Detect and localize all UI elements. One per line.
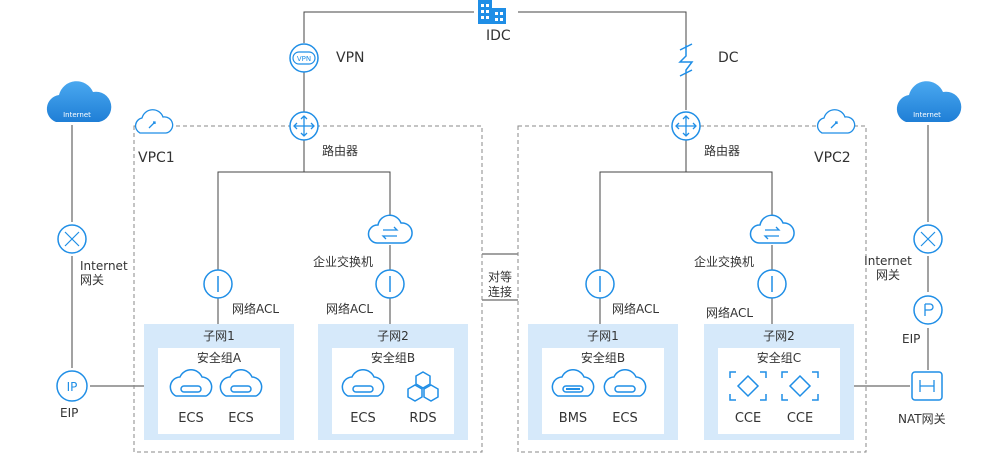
ecs-icon[interactable] [341,369,385,397]
network-acl-icon[interactable] [375,269,405,299]
vpc1-subnet1: 子网1 安全组A [144,324,294,440]
enterprise-switch-label: 企业交换机 [694,255,755,269]
network-acl-icon[interactable] [757,269,787,299]
network-acl-label: 网络ACL [326,302,374,316]
internet-cloud-label: Internet [63,111,91,119]
enterprise-switch-icon[interactable] [749,214,795,244]
internet-gateway-icon[interactable] [913,224,943,254]
bms-icon[interactable] [551,369,595,397]
security-group-b-title: 安全组B [581,350,625,365]
vpc1-subnet2: 子网2 安全组B [318,324,468,440]
resource-label: RDS [409,411,436,426]
vpc-peering-label: 对等 连接 [487,270,512,299]
cce-icon[interactable] [781,371,819,401]
security-group-b-title: 安全组B [371,350,415,365]
resource-label: BMS [559,411,587,426]
network-acl-label: 网络ACL [706,306,754,320]
router-label: 路由器 [704,144,741,158]
vpn-label: VPN [336,50,365,66]
vpc2-subnet2: 子网2 安全组C [704,324,854,440]
nat-gateway-label: NAT网关 [898,412,946,426]
internet-cloud-icon[interactable]: Internet [46,81,112,122]
subnet2-title: 子网2 [763,329,795,343]
eip-label: EIP [60,406,79,420]
vpn-icon[interactable]: VPN [289,43,319,73]
vpc-cloud-icon [134,109,174,134]
internet-gateway-icon[interactable] [57,224,87,254]
resource-label: CCE [735,411,761,426]
network-acl-icon[interactable] [203,269,233,299]
security-group-c-title: 安全组C [757,350,801,365]
idc-label: IDC [486,28,511,44]
security-group-a-title: 安全组A [197,350,242,365]
subnet1-title: 子网1 [587,329,619,343]
enterprise-switch-label: 企业交换机 [313,255,374,269]
vpc1-boundary [133,125,483,453]
internet-gateway-label: Internet 网关 [80,259,128,287]
network-acl-label: 网络ACL [232,302,280,316]
vpc-cloud-icon [816,109,856,134]
nat-gateway-icon[interactable] [911,371,943,401]
vpc2-boundary [517,125,867,453]
connection-lines [71,11,929,387]
router-label: 路由器 [322,144,359,158]
direct-connect-icon[interactable] [678,43,694,77]
subnet2-title: 子网2 [377,329,409,343]
ecs-icon[interactable] [603,369,647,397]
eip-badge-text: IP [67,380,78,394]
internet-cloud-icon[interactable]: Internet [896,81,962,122]
resource-label: ECS [350,411,376,426]
eip-icon[interactable]: IP [56,370,88,402]
resource-label: ECS [612,411,638,426]
router-icon[interactable] [289,111,319,141]
subnet1-title: 子网1 [203,329,235,343]
rds-icon[interactable] [407,371,439,402]
resource-label: ECS [178,411,204,426]
router-icon[interactable] [671,111,701,141]
dc-label: DC [718,50,739,66]
vpn-badge-text: VPN [297,55,311,63]
cce-icon[interactable] [729,371,767,401]
resource-label: ECS [228,411,254,426]
network-acl-icon[interactable] [585,269,615,299]
eip-label: EIP [902,332,921,346]
vpc2-label: VPC2 [814,150,851,166]
vpc2-subnet1: 子网1 安全组B [528,324,678,440]
network-acl-label: 网络ACL [612,302,660,316]
vpc1-label: VPC1 [138,150,175,166]
internet-cloud-label: Internet [913,111,941,119]
idc-building-icon[interactable] [478,0,506,24]
resource-label: CCE [787,411,813,426]
enterprise-switch-icon[interactable] [367,214,413,244]
ecs-icon[interactable] [169,369,213,397]
eip-icon[interactable] [913,295,943,325]
ecs-icon[interactable] [219,369,263,397]
internet-gateway-label: Internet 网关 [864,254,912,282]
